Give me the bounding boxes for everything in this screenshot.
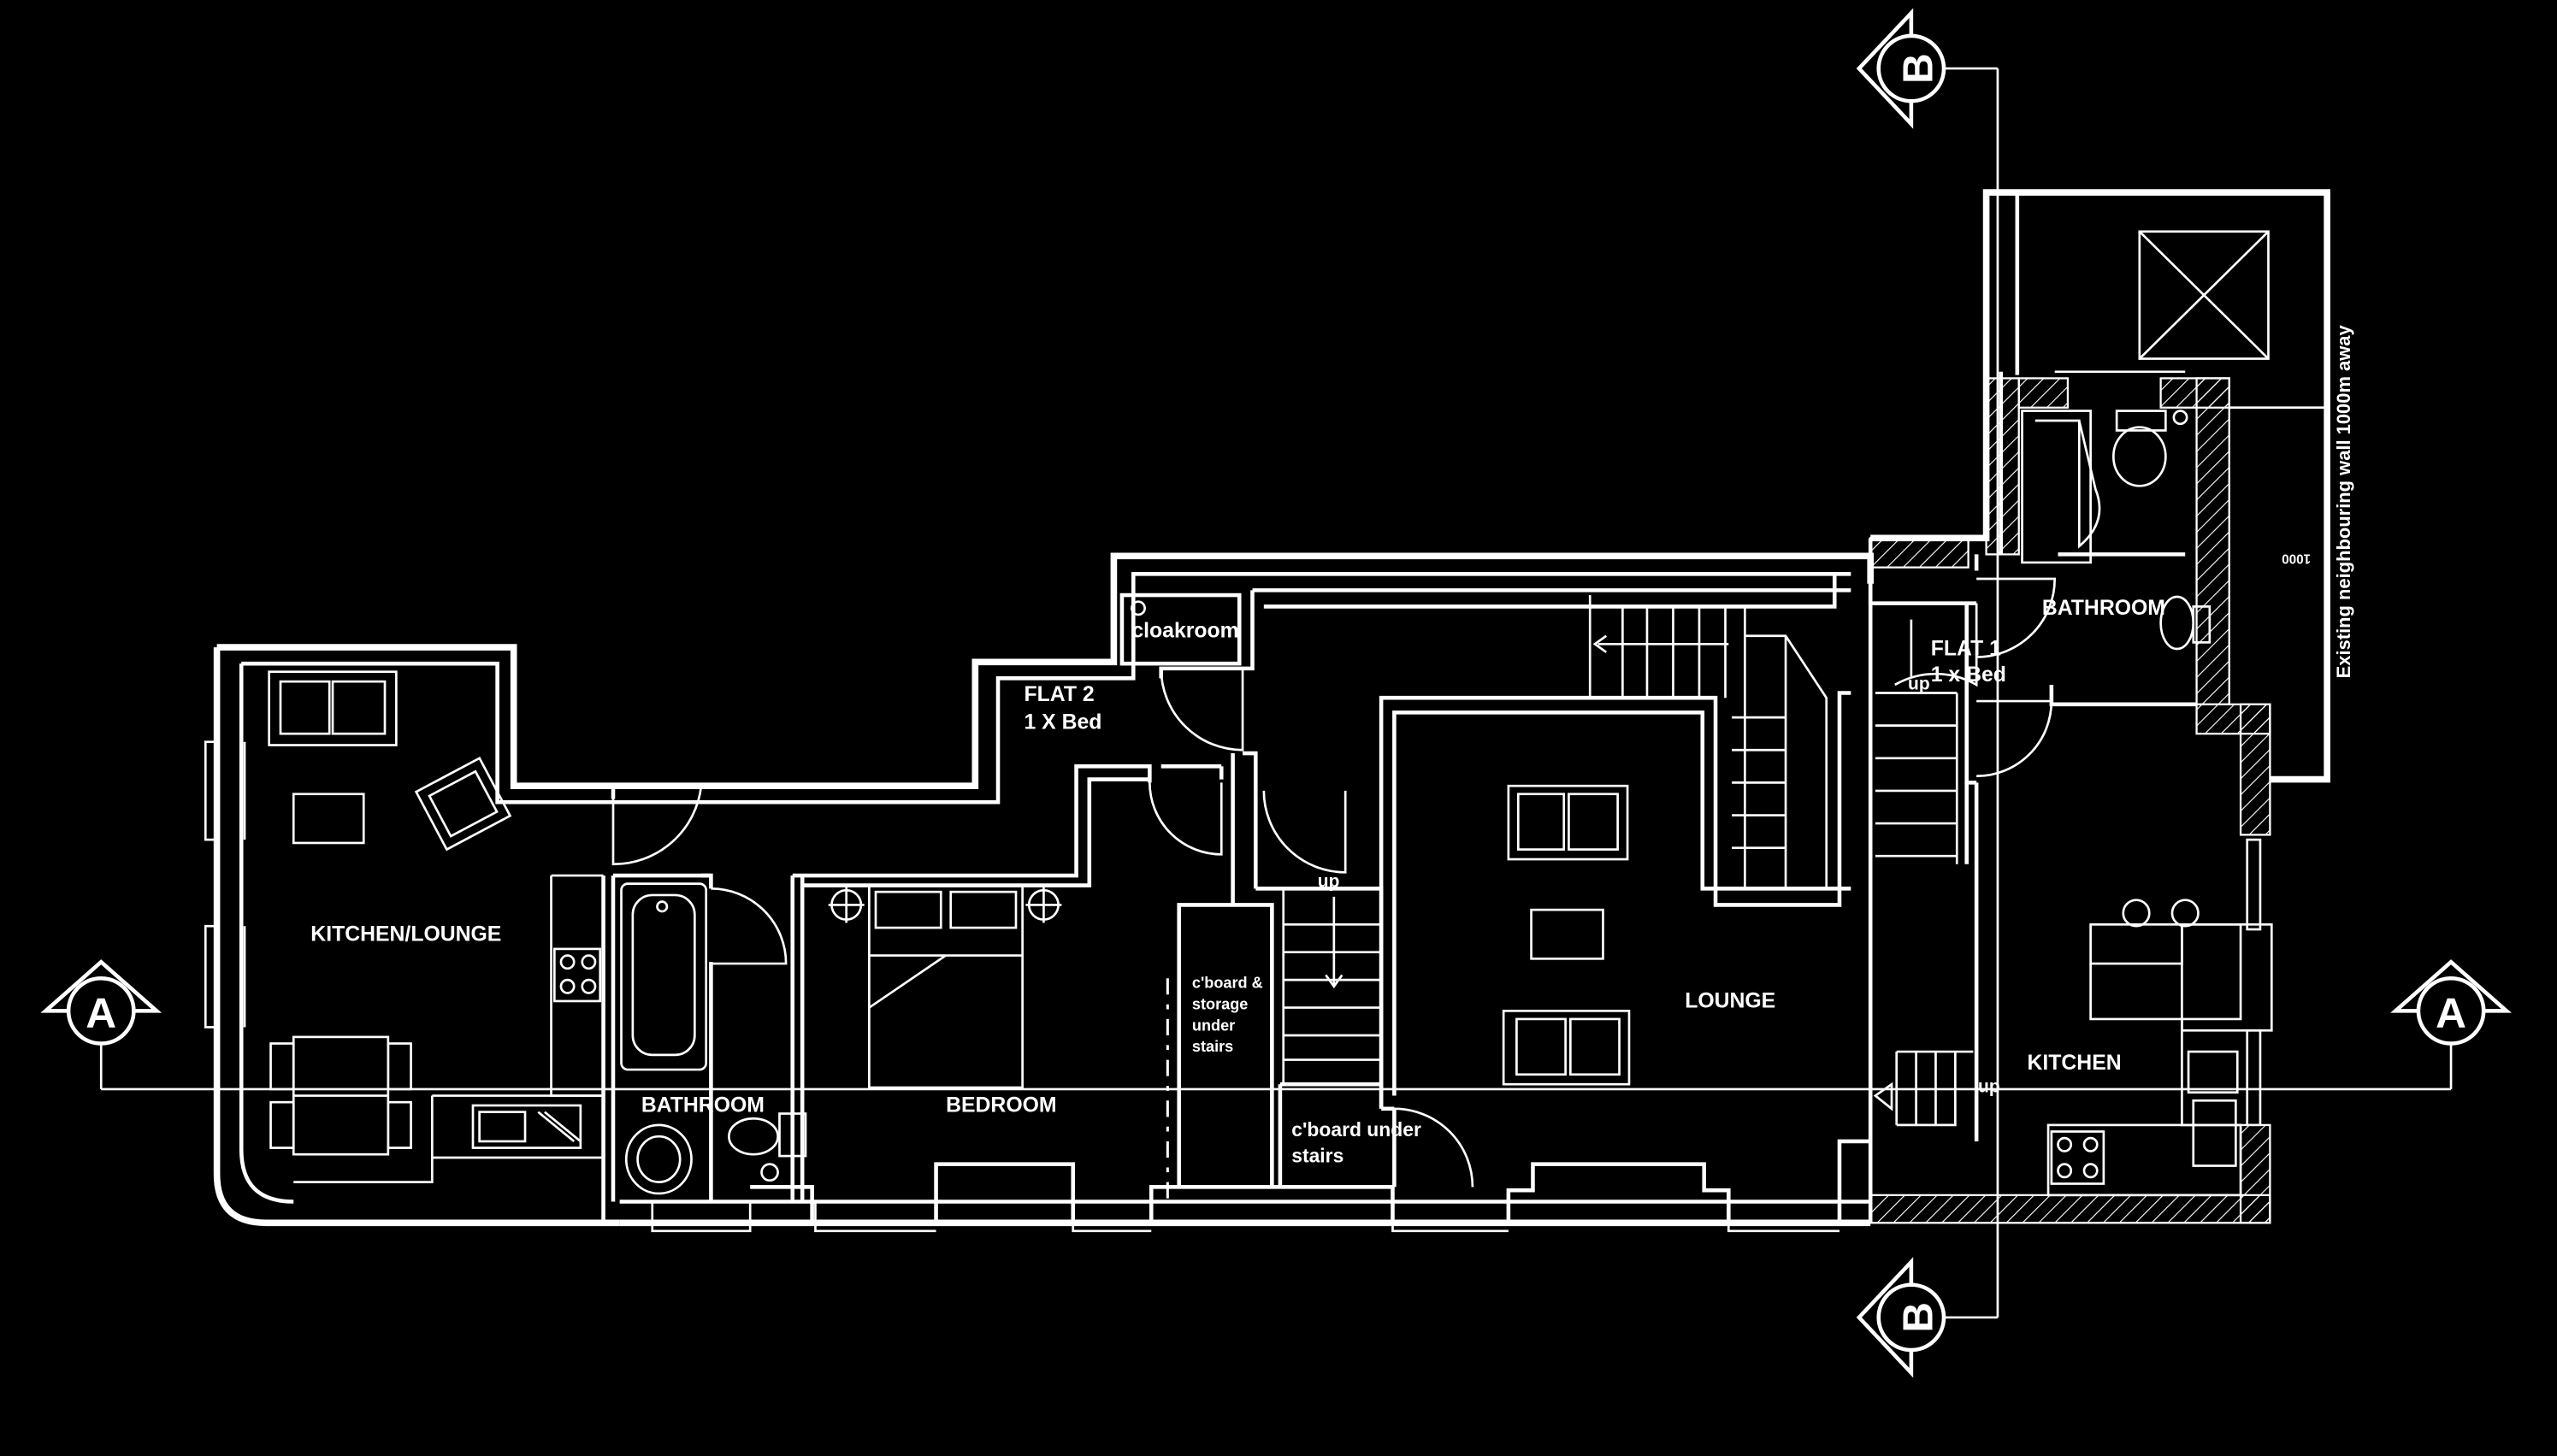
flat2-interior (268, 574, 1851, 1223)
label-flat2-title: FLAT 2 (1025, 683, 1095, 706)
stairs-flat1-upper (1588, 595, 1828, 889)
annotations: Existing neighbouring wall 1000m away 10… (2282, 325, 2354, 679)
section-label-a-right: A (2436, 988, 2466, 1036)
label-stairs-up-2: up (1908, 675, 1930, 694)
section-label-a-left: A (86, 988, 116, 1036)
section-marker-a-right: A (2390, 959, 2512, 1089)
label-flat1-beds: 1 x Bed (1931, 663, 2006, 687)
label-cboard-under-1: c'board under (1291, 1118, 1421, 1141)
label-flat2-beds: 1 X Bed (1025, 710, 1102, 734)
stairs-flat2 (1282, 888, 1382, 1085)
label-cboard-under-2: stairs (1291, 1145, 1343, 1167)
label-bedroom: BEDROOM (946, 1094, 1056, 1117)
section-lines (101, 67, 2452, 1319)
label-cboard-storage-4: stairs (1192, 1038, 1233, 1055)
flat1-interior (1868, 230, 2328, 1197)
label-stairs-up-1: up (1318, 871, 1340, 891)
label-flat1-title: FLAT 1 (1931, 638, 2001, 661)
label-cboard-storage-3: under (1192, 1017, 1235, 1034)
label-lounge: LOUNGE (1685, 990, 1775, 1013)
section-marker-b-top: B (1856, 8, 1946, 129)
label-bathroom-flat1: BATHROOM (2042, 597, 2165, 620)
section-marker-b-bottom: B (1856, 1257, 1946, 1378)
hatched-walls (1869, 377, 2271, 1224)
label-bathroom-flat2: BATHROOM (641, 1094, 765, 1117)
section-label-b-top: B (1894, 53, 1942, 84)
room-labels: KITCHEN/LOUNGE FLAT 2 1 X Bed cloakroom … (310, 597, 2165, 1167)
lounge-interior (1379, 595, 1851, 1109)
section-marker-a-left: A (40, 959, 162, 1089)
neighbouring-wall-note: Existing neighbouring wall 1000m away (2333, 325, 2354, 679)
section-label-b-bottom: B (1894, 1302, 1942, 1333)
label-kitchen-lounge: KITCHEN/LOUNGE (310, 923, 501, 946)
label-cboard-storage-2: storage (1192, 995, 1248, 1012)
bottom-windows (651, 1139, 1871, 1233)
dimension-label: 1000 (2282, 551, 2311, 565)
label-cloakroom: cloakroom (1131, 620, 1238, 643)
label-kitchen: KITCHEN (2027, 1052, 2121, 1075)
label-stairs-up-3: up (1978, 1077, 2000, 1097)
left-windows (204, 740, 246, 1029)
label-cboard-storage-1: c'board & (1192, 975, 1263, 992)
